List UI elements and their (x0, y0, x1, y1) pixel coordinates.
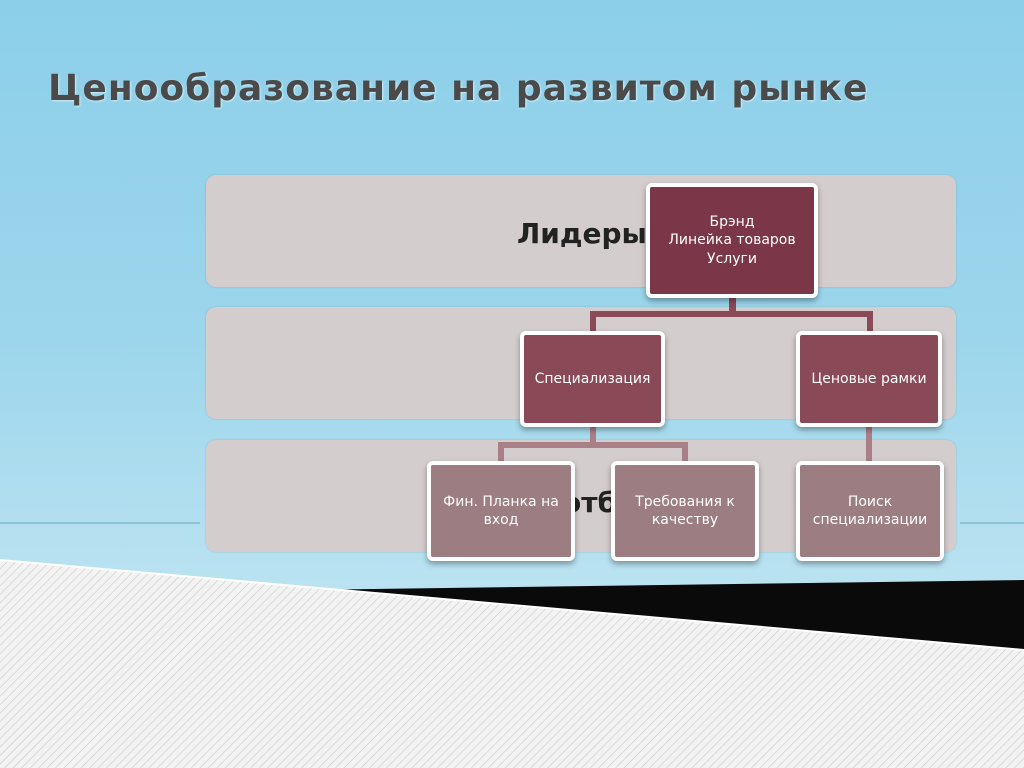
connector-to-quality (682, 442, 688, 465)
node-root: Брэнд Линейка товаров Услуги (646, 183, 818, 298)
connector-to-entry-bar (498, 442, 504, 465)
node-root-line-services: Услуги (707, 250, 757, 267)
connector-to-specialization (590, 311, 596, 336)
slide-title: Ценообразование на развитом рынке (48, 68, 869, 109)
node-root-line-products: Линейка товаров (668, 232, 796, 249)
node-search-specialization: Поиск специализации (796, 461, 944, 561)
node-price-range: Ценовые рамки (796, 331, 942, 427)
node-specialization: Специализация (520, 331, 665, 427)
node-quality-requirements: Требования к качеству (611, 461, 759, 561)
connector-bar-level3 (498, 442, 688, 448)
connector-bar-level2 (590, 311, 873, 317)
connector-specialization-down (590, 425, 596, 445)
connector-to-price-range (867, 311, 873, 336)
node-entry-bar: Фин. Планка на вход (427, 461, 575, 561)
connector-to-search (866, 425, 872, 465)
node-root-line-brand: Брэнд (709, 214, 755, 231)
connector-root (729, 296, 736, 314)
band-leaders (206, 175, 956, 287)
band-label-leaders: Лидеры (517, 217, 647, 250)
